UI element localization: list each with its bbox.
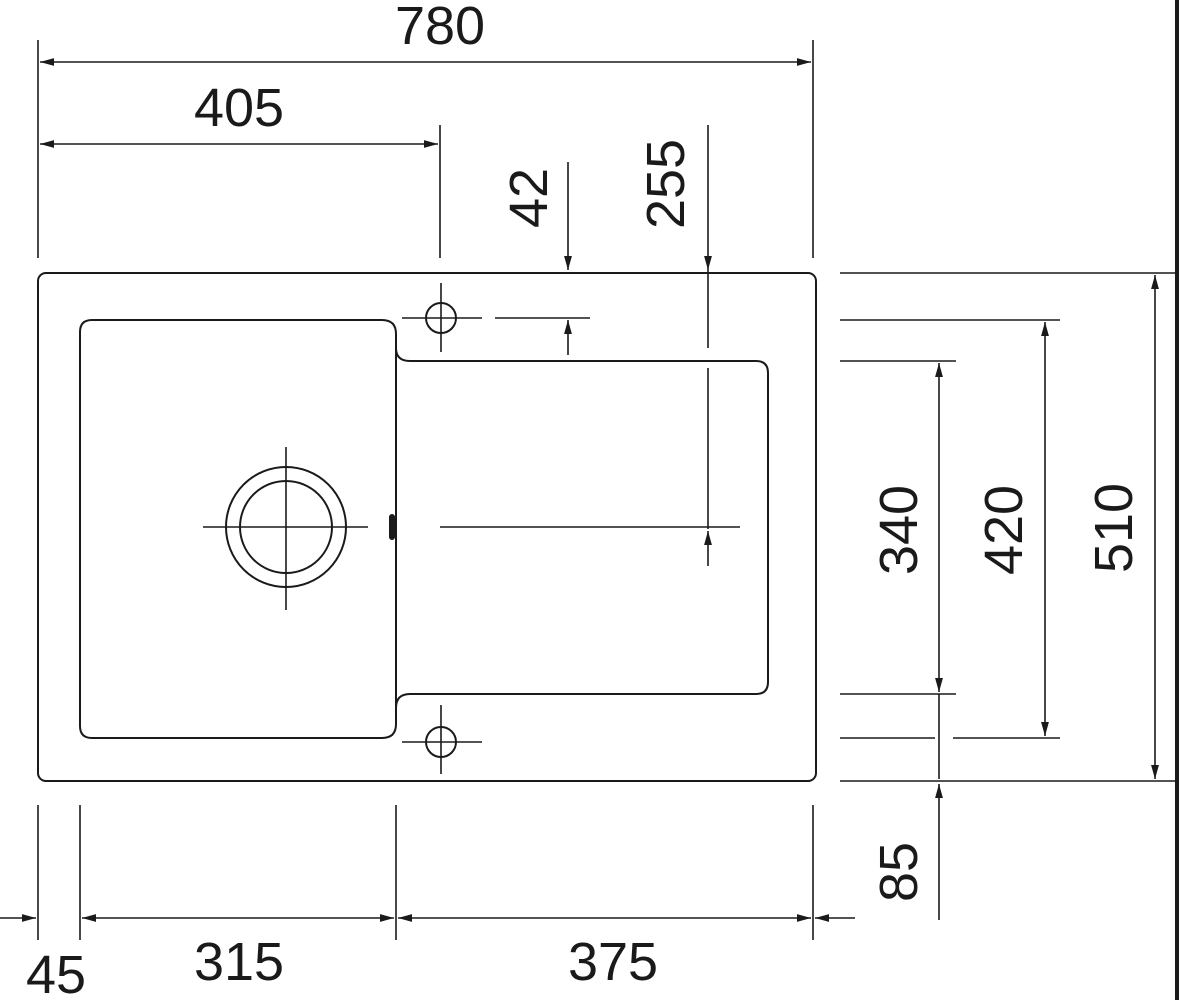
drainer-outline (395, 347, 769, 709)
bowl-outline (79, 319, 397, 739)
dim-label-42: 42 (499, 168, 559, 228)
dim-label-405: 405 (194, 78, 284, 138)
dim-label-85: 85 (869, 842, 929, 902)
dim-label-45: 45 (26, 945, 86, 1000)
dim-label-340: 340 (869, 485, 929, 575)
tap-hole-bottom (402, 705, 482, 774)
waste-outlet (203, 447, 368, 610)
dim-label-255: 255 (636, 139, 696, 229)
dim-label-510: 510 (1084, 483, 1144, 573)
sink-outer-outline (37, 272, 817, 782)
dim-label-375: 375 (568, 932, 658, 992)
dim-label-315: 315 (194, 932, 284, 992)
dim-label-420: 420 (974, 485, 1034, 575)
overflow-slot (389, 514, 395, 540)
tap-hole-top (402, 283, 482, 352)
dim-label-780: 780 (395, 0, 485, 56)
